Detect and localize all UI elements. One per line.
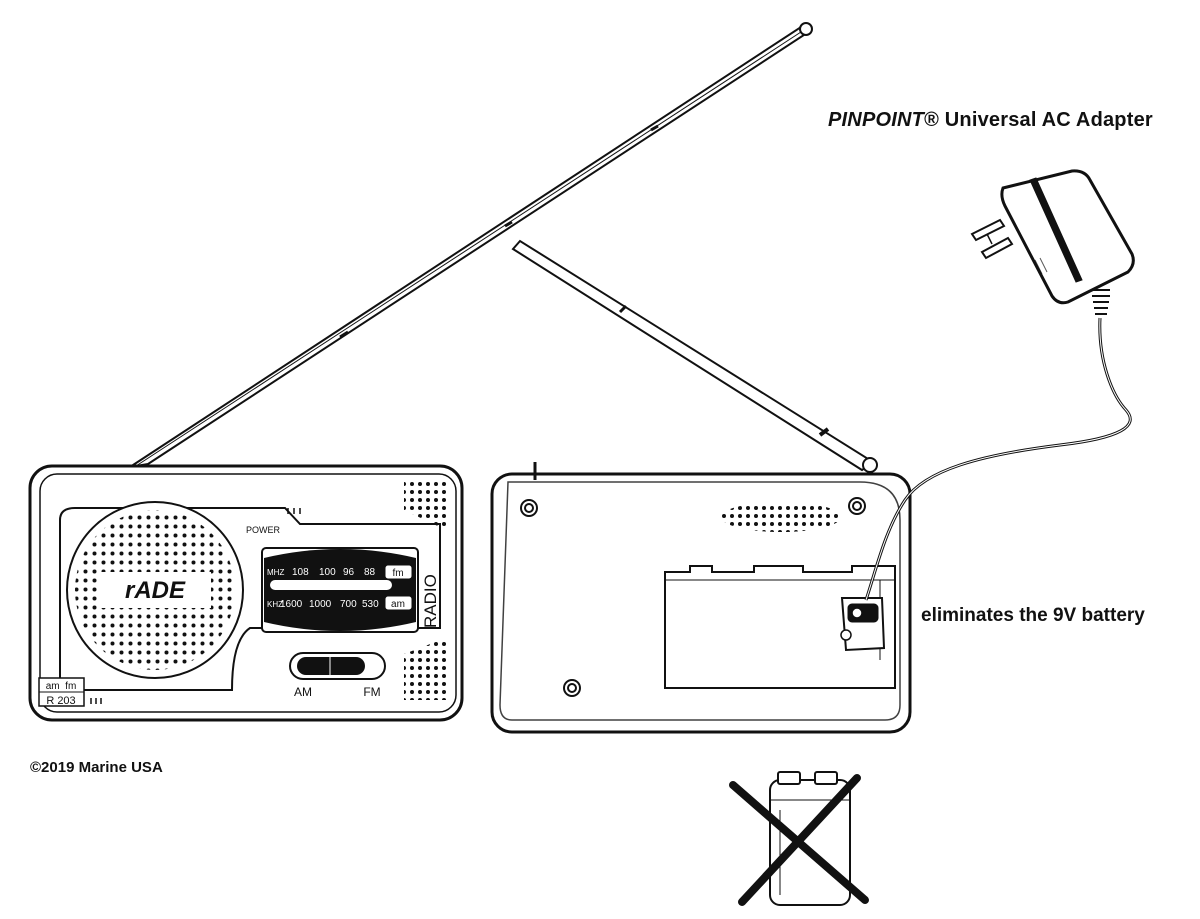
battery-compartment [664, 565, 896, 689]
svg-text:fm: fm [392, 568, 403, 579]
front-antenna [129, 22, 813, 468]
rear-grille [721, 502, 841, 532]
svg-text:100: 100 [319, 567, 336, 578]
crossed-out-battery [729, 771, 869, 906]
svg-text:1000: 1000 [309, 599, 332, 610]
band-switch: AM FM [289, 652, 386, 699]
front-grille-bottom [404, 638, 446, 700]
svg-text:700: 700 [340, 599, 357, 610]
svg-text:FM: FM [363, 685, 380, 699]
svg-text:1600: 1600 [280, 599, 303, 610]
radio-back [490, 239, 912, 734]
tuning-dial: MHZ 108 100 96 88 fm KHZ 1600 1000 700 5… [261, 547, 419, 633]
radio-side-label: RADIO [421, 574, 440, 628]
screws [520, 497, 866, 697]
brand-logo: rADE [125, 577, 186, 604]
svg-text:96: 96 [343, 567, 355, 578]
svg-text:530: 530 [362, 599, 379, 610]
svg-text:AM: AM [294, 685, 312, 699]
battery-caption: eliminates the 9V battery [921, 605, 1145, 626]
svg-text:am fm: am fm [46, 681, 77, 692]
ac-adapter [864, 169, 1135, 601]
adapter-caption-rest: ® Universal AC Adapter [924, 109, 1153, 131]
svg-text:MHZ: MHZ [267, 568, 284, 577]
back-antenna [511, 239, 878, 473]
model-badge: am fm R 203 [38, 677, 102, 707]
svg-text:R 203: R 203 [46, 695, 75, 707]
svg-text:am: am [391, 599, 405, 610]
front-grille-top [404, 480, 446, 530]
adapter-caption: PINPOINT® Universal AC Adapter [828, 109, 1153, 132]
power-label: POWER [246, 525, 281, 535]
svg-text:108: 108 [292, 567, 309, 578]
svg-text:88: 88 [364, 567, 376, 578]
x-mark [729, 774, 869, 906]
adapter-brand: PINPOINT [828, 109, 925, 131]
battery-snap [840, 597, 886, 652]
svg-text:KHZ: KHZ [267, 600, 283, 609]
radio-front: rADE POWER MHZ 108 100 96 88 fm KHZ 1600… [28, 22, 813, 722]
copyright-caption: ©2019 Marine USA [30, 759, 163, 776]
